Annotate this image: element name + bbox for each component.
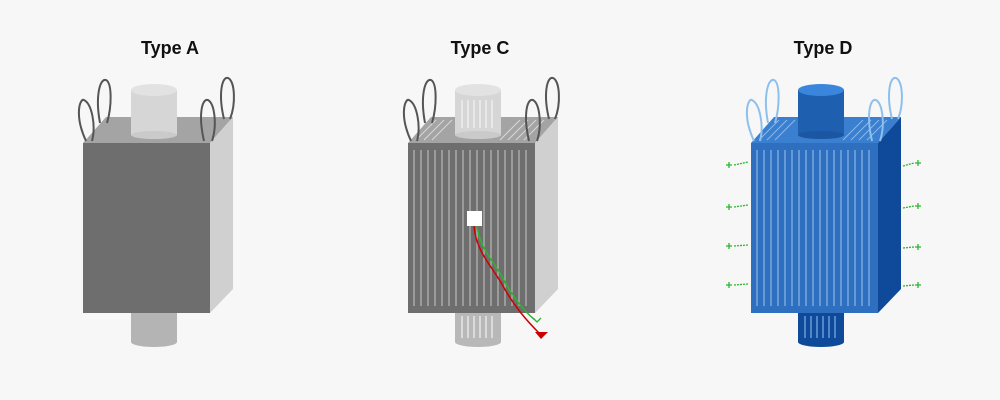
type-c-bag bbox=[403, 76, 560, 347]
type-c-front-panel bbox=[408, 143, 535, 313]
type-d-top-spout bbox=[798, 84, 844, 139]
type-c-lifting-loops bbox=[403, 76, 560, 142]
type-a-lifting-loops bbox=[78, 76, 235, 142]
type-c-side-panel bbox=[535, 117, 558, 313]
type-c-label: Type C bbox=[450, 38, 510, 58]
type-d-lifting-loops bbox=[746, 76, 903, 142]
type-a-label: Type A bbox=[140, 38, 199, 58]
type-d-static-dissipative-threads bbox=[756, 150, 870, 306]
type-a-bag bbox=[78, 76, 235, 347]
type-a-side-panel bbox=[210, 117, 233, 313]
type-a-top-spout bbox=[131, 84, 177, 139]
type-c-green-ground-wire bbox=[476, 225, 536, 321]
type-c-earth-clamp-icon bbox=[535, 332, 548, 339]
type-c-grounding-tab bbox=[467, 211, 482, 226]
type-d-label: Type D bbox=[793, 38, 853, 58]
type-c-top-spout bbox=[455, 84, 501, 139]
type-d-right-discharge-icons bbox=[902, 160, 921, 288]
type-d-side-panel bbox=[878, 117, 901, 313]
type-c-green-wire-end-icon bbox=[532, 317, 542, 323]
type-d-front-panel bbox=[751, 143, 878, 313]
type-d-left-discharge-icons bbox=[726, 161, 749, 288]
type-c-conductive-threads bbox=[413, 150, 527, 306]
type-c-red-earth-wire bbox=[473, 225, 541, 335]
type-d-bag bbox=[726, 76, 921, 347]
type-a-front-panel bbox=[83, 143, 210, 313]
